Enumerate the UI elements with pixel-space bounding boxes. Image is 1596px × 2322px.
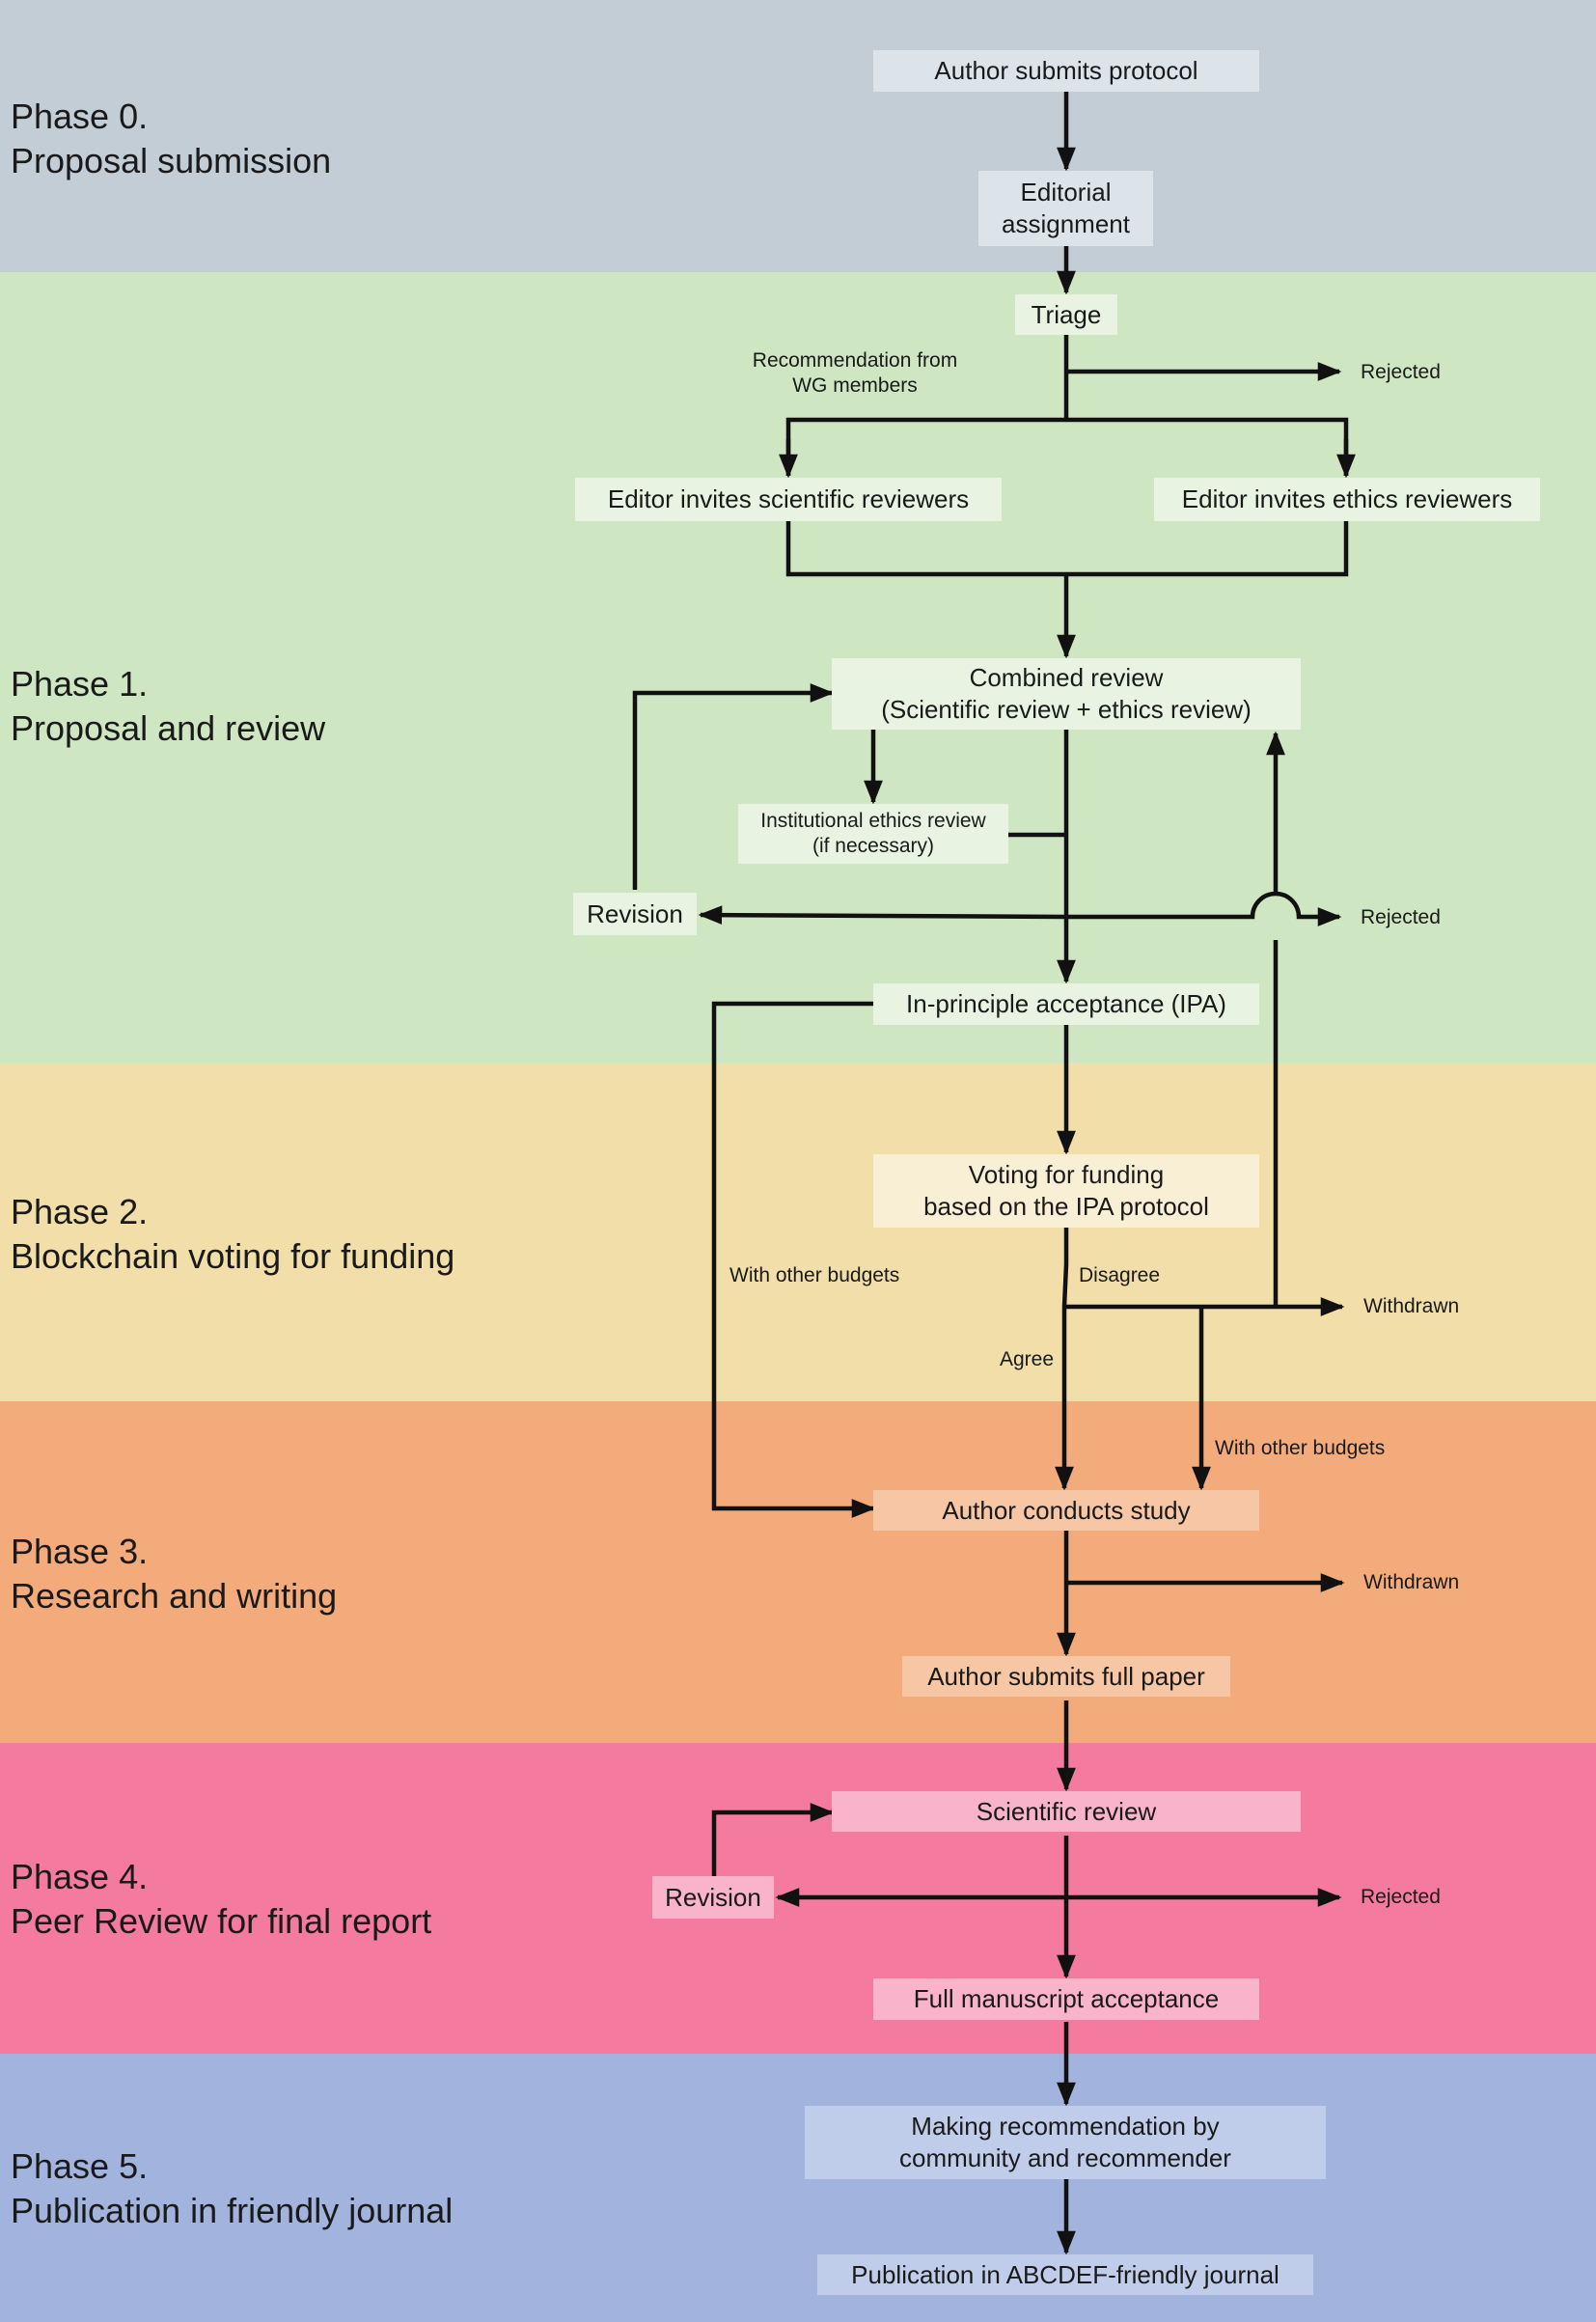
node-text: Publication in ABCDEF-friendly journal [851, 2259, 1280, 2289]
line-merge-invites [785, 521, 1349, 577]
node-revision-phase1: Revision [573, 893, 697, 935]
label-line1: Recommendation from [752, 349, 958, 372]
node-text-line1: Making recommendation by [911, 2112, 1220, 2141]
node-author-submits-full-paper: Author submits full paper [902, 1656, 1230, 1697]
phase-0-label: Phase 0. Proposal submission [11, 95, 331, 183]
phase-4-title: Phase 4. [11, 1857, 149, 1896]
node-full-manuscript-acceptance: Full manuscript acceptance [873, 1978, 1259, 2020]
phase-1-band [0, 272, 1596, 1064]
node-text: Author conducts study [942, 1495, 1191, 1525]
phase-2-label: Phase 2. Blockchain voting for funding [11, 1190, 454, 1279]
node-making-recommendation: Making recommendation by community and r… [805, 2106, 1326, 2179]
arrow-to-scientific-invite [785, 417, 1349, 476]
phase-1-label: Phase 1. Proposal and review [11, 662, 325, 751]
node-combined-review: Combined review (Scientific review + eth… [832, 658, 1301, 730]
phase-5-title: Phase 5. [11, 2146, 149, 2186]
node-text-line2: (if necessary) [812, 835, 935, 857]
node-institutional-ethics-review: Institutional ethics review (if necessar… [738, 804, 1008, 864]
phase-4-subtitle: Peer Review for final report [11, 1901, 432, 1941]
node-triage: Triage [1015, 294, 1117, 335]
label-rejected-phase1: Rejected [1361, 906, 1441, 928]
phase-1-subtitle: Proposal and review [11, 708, 326, 748]
node-in-principle-acceptance: In-principle acceptance (IPA) [873, 983, 1259, 1025]
node-revision-phase4: Revision [652, 1876, 774, 1919]
node-editor-invites-ethics: Editor invites ethics reviewers [1154, 478, 1540, 521]
label-with-other-budgets-left: With other budgets [729, 1264, 900, 1286]
node-text: Full manuscript acceptance [913, 1984, 1220, 2013]
node-text-line2: based on the IPA protocol [923, 1192, 1209, 1221]
node-text: Author submits full paper [927, 1661, 1205, 1691]
phase-4-label: Phase 4. Peer Review for final report [11, 1855, 431, 1944]
node-text-line2: community and recommender [899, 2143, 1231, 2172]
node-text: Scientific review [976, 1796, 1157, 1826]
node-text: In-principle acceptance (IPA) [906, 989, 1226, 1018]
node-text-line1: Voting for funding [968, 1160, 1165, 1189]
label-disagree: Disagree [1079, 1264, 1161, 1286]
arrow-revision-to-combined [632, 683, 835, 890]
arrow-rejected-phase1 [1066, 891, 1342, 926]
phase-3-label: Phase 3. Research and writing [11, 1530, 337, 1618]
node-text-line2: (Scientific review + ethics review) [881, 695, 1252, 724]
phase-3-subtitle: Research and writing [11, 1576, 338, 1616]
node-text: Editor invites ethics reviewers [1181, 484, 1513, 513]
arrow-ipa-other-budgets [711, 1001, 876, 1518]
phase-2-subtitle: Blockchain voting for funding [11, 1236, 455, 1276]
node-text-line1: Editorial [1020, 178, 1112, 207]
phase-2-band [0, 1064, 1596, 1401]
phase-5-subtitle: Publication in friendly journal [11, 2191, 454, 2230]
node-text: Triage [1031, 299, 1102, 329]
label-rejected-phase4: Rejected [1361, 1886, 1441, 1908]
node-text: Author submits protocol [934, 56, 1198, 85]
node-scientific-review: Scientific review [832, 1791, 1301, 1832]
arrow-revision4-to-review [711, 1803, 835, 1876]
phase-2-title: Phase 2. [11, 1192, 149, 1231]
node-author-submits-protocol: Author submits protocol [873, 50, 1259, 92]
node-editor-invites-scientific: Editor invites scientific reviewers [575, 478, 1002, 521]
phase-5-band [0, 2054, 1596, 2322]
phase-0-title: Phase 0. [11, 97, 149, 136]
label-rejected-triage: Rejected [1361, 361, 1441, 383]
phase-5-label: Phase 5. Publication in friendly journal [11, 2144, 453, 2233]
phase-3-title: Phase 3. [11, 1532, 149, 1571]
node-editorial-assignment: Editorial assignment [978, 171, 1153, 246]
node-text-line1: Combined review [969, 663, 1164, 692]
label-with-other-budgets-right: With other budgets [1215, 1437, 1386, 1459]
label-withdrawn-phase3: Withdrawn [1363, 1571, 1460, 1593]
node-text: Revision [587, 898, 683, 928]
node-publication: Publication in ABCDEF-friendly journal [817, 2254, 1313, 2295]
arrow-to-revision-1 [698, 905, 1067, 926]
node-text-line2: assignment [1002, 209, 1130, 238]
phase-3-band [0, 1401, 1596, 1743]
phase-0-band [0, 0, 1596, 272]
label-agree: Agree [1000, 1348, 1055, 1370]
arrow-voting-agree [1055, 1228, 1074, 1491]
node-text-line1: Institutional ethics review [760, 810, 986, 832]
node-voting-for-funding: Voting for funding based on the IPA prot… [873, 1154, 1259, 1228]
label-line2: WG members [792, 374, 918, 397]
label-withdrawn-phase2: Withdrawn [1363, 1295, 1460, 1317]
node-author-conducts-study: Author conducts study [873, 1490, 1259, 1531]
phase-1-title: Phase 1. [11, 664, 149, 704]
node-text: Revision [665, 1882, 761, 1912]
phase-0-subtitle: Proposal submission [11, 141, 332, 180]
node-text: Editor invites scientific reviewers [607, 484, 970, 513]
label-recommendation-wg: Recommendation from WG members [743, 348, 967, 399]
